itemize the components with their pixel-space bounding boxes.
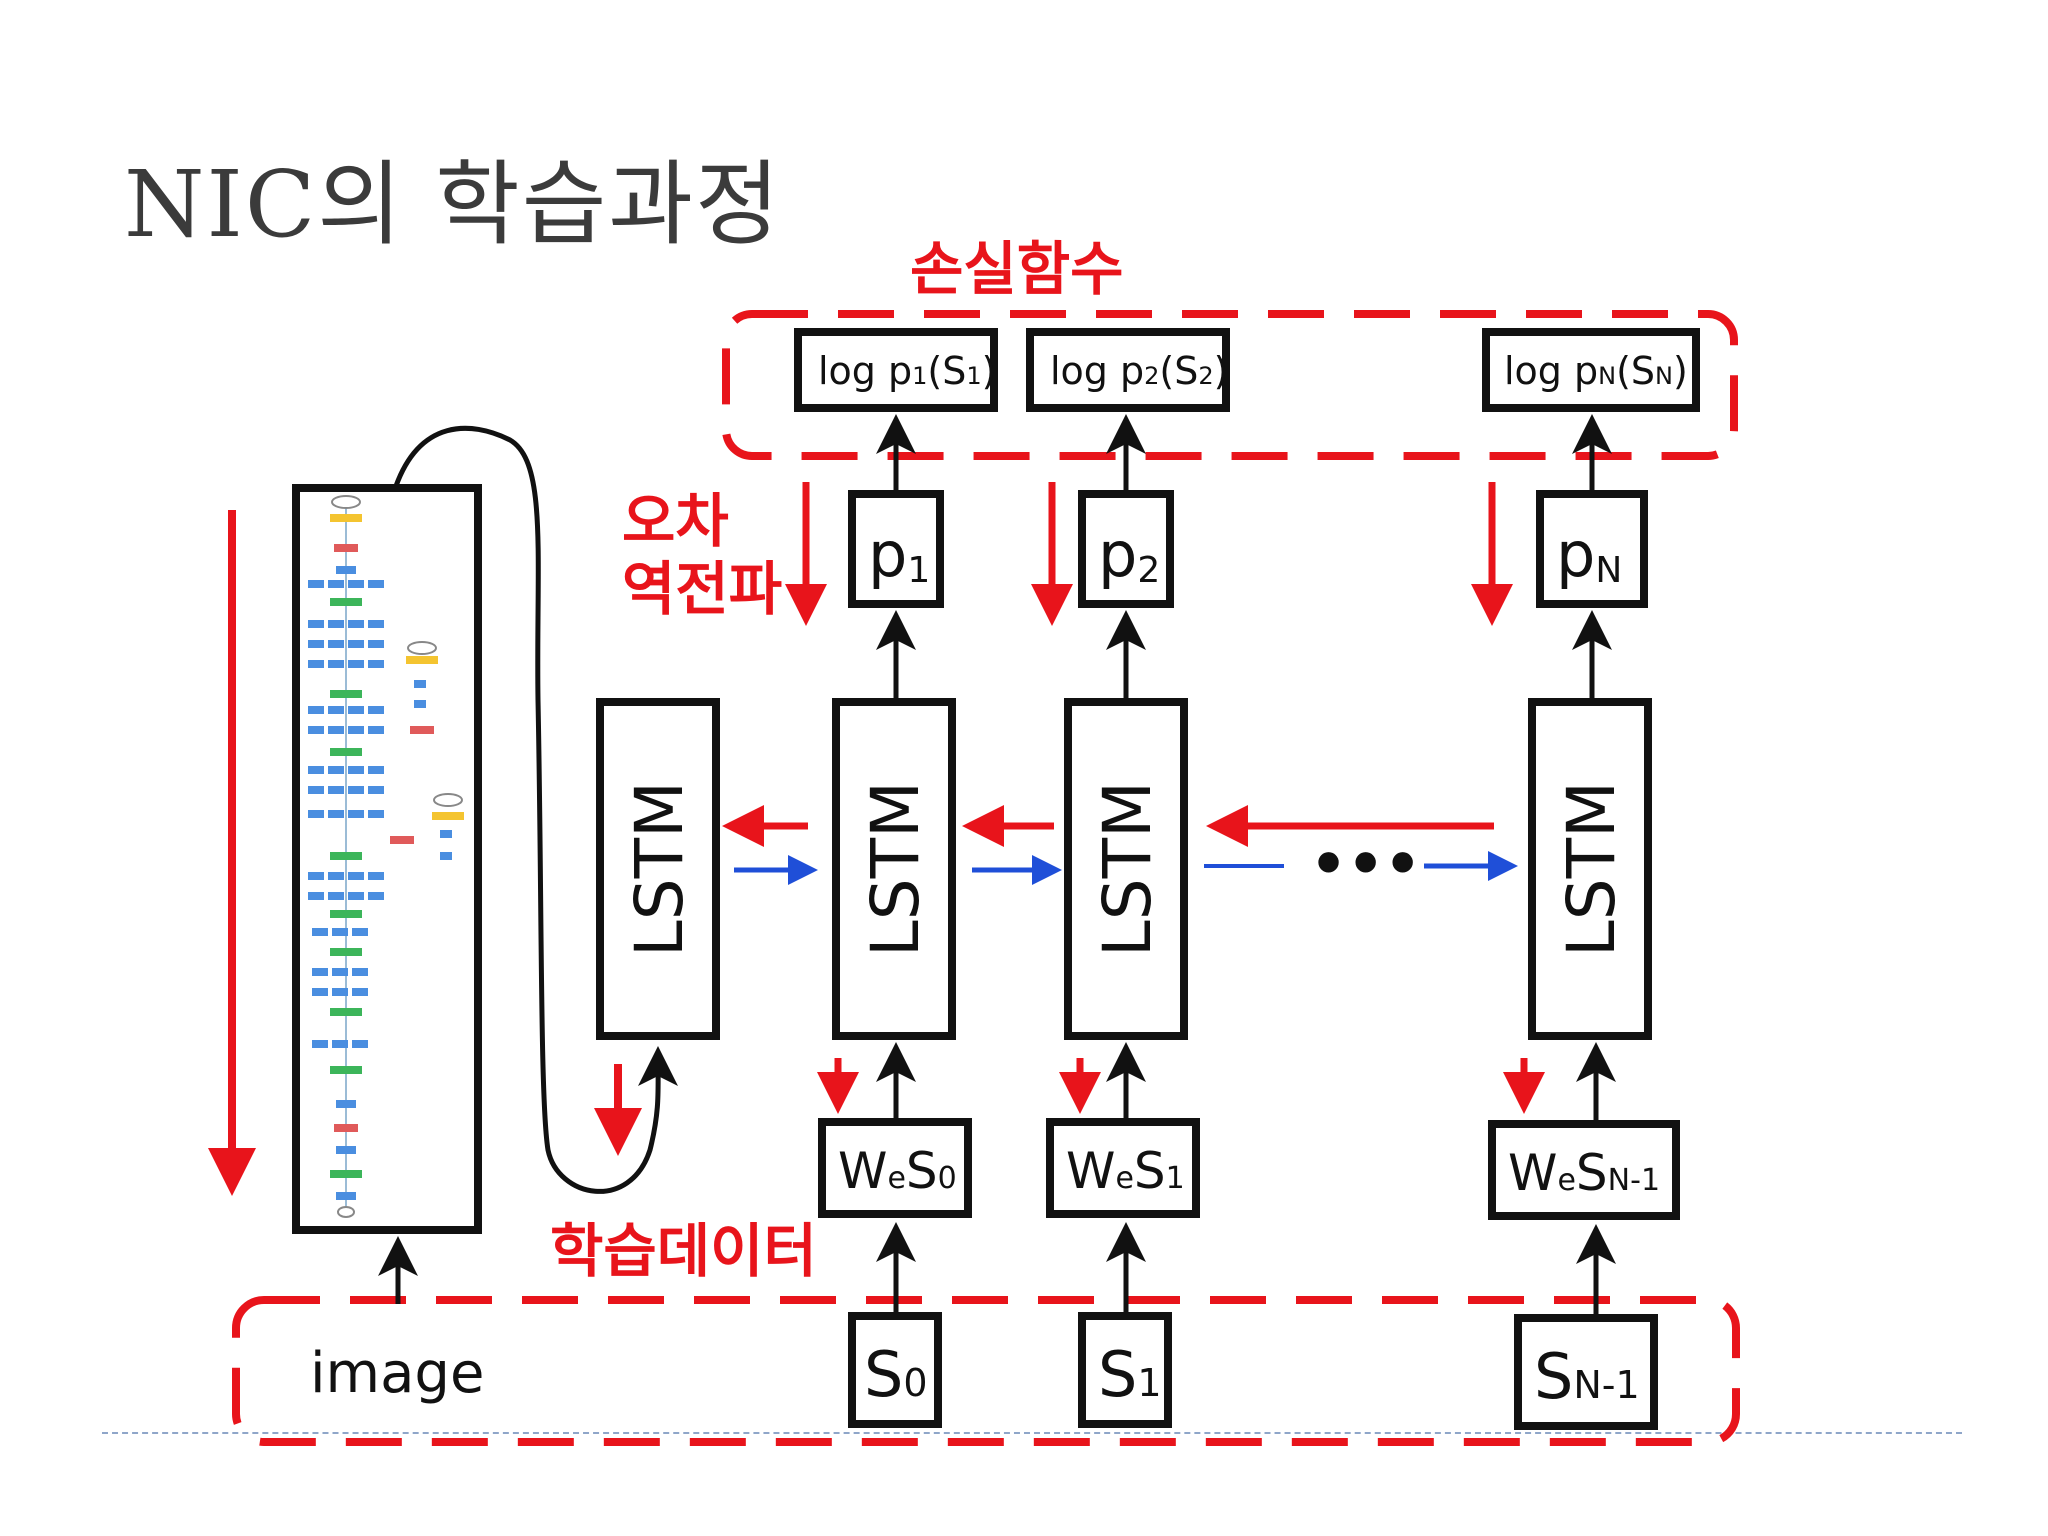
logprob-post-1: )	[982, 349, 997, 393]
loss-function-group	[722, 310, 1738, 460]
word-label-1: S1	[1098, 1338, 1162, 1411]
prob-sub-2: 2	[1137, 550, 1160, 591]
logprob-sub1-N: N	[1598, 362, 1616, 390]
word-sub-N-1: N-1	[1573, 1363, 1639, 1407]
prob-label-N: pN	[1556, 518, 1622, 591]
embedding-box-0	[818, 1118, 972, 1218]
prob-box-2	[1078, 490, 1174, 608]
embedding-box-1	[1046, 1118, 1200, 1218]
embedding-label-N-1: WeSN-1	[1508, 1144, 1660, 1202]
forward-arrows	[876, 414, 1616, 1316]
logprob-box-N	[1482, 328, 1700, 412]
prob-box-1	[848, 490, 944, 608]
embedding-box-N-1	[1488, 1120, 1680, 1220]
lstm-box-3	[1528, 698, 1652, 1040]
logprob-sub2-2: 2	[1198, 362, 1213, 390]
training-data-label: 학습데이터	[550, 1217, 817, 1285]
prob-box-N	[1536, 490, 1648, 608]
backprop-label-line2: 역전파	[622, 555, 783, 623]
backprop-arrows	[785, 482, 1545, 1114]
logprob-post-2: )	[1214, 349, 1229, 393]
word-label-0: S0	[864, 1338, 928, 1411]
prob-main-1: p	[868, 518, 907, 591]
embedding-mid-0: S	[906, 1142, 938, 1200]
word-box-1	[1078, 1312, 1172, 1428]
cnn-network-icon	[308, 495, 464, 1218]
logprob-mid-N: (S	[1616, 349, 1655, 393]
logprob-pre-1: log p	[818, 349, 912, 393]
logprob-pre-N: log p	[1504, 349, 1598, 393]
logprob-box-2	[1026, 328, 1230, 412]
word-label-N-1: SN-1	[1534, 1340, 1640, 1413]
image-label: image	[310, 1341, 484, 1406]
embedding-sub2-N-1: N-1	[1608, 1163, 1660, 1198]
slide-title: NIC의 학습과정	[124, 151, 782, 258]
embedding-main-0: W	[838, 1142, 887, 1200]
lstm-box-0	[596, 698, 720, 1040]
word-sub-0: 0	[903, 1361, 927, 1405]
word-main-N-1: S	[1534, 1340, 1573, 1413]
word-box-N-1	[1514, 1314, 1658, 1430]
cnn-to-lstm-curve	[393, 425, 679, 1194]
word-main-1: S	[1098, 1338, 1137, 1411]
word-main-0: S	[864, 1338, 903, 1411]
logprob-pre-2: log p	[1050, 349, 1144, 393]
prob-label-1: p1	[868, 518, 930, 591]
prob-main-N: p	[1556, 518, 1595, 591]
lstm-box-1	[832, 698, 956, 1040]
prob-sub-N: N	[1595, 550, 1622, 591]
logprob-post-N: )	[1673, 349, 1688, 393]
logprob-mid-1: (S	[927, 349, 966, 393]
ellipsis-dots: •••	[1310, 830, 1421, 898]
logprob-mid-2: (S	[1159, 349, 1198, 393]
logprob-label-N: log pN(SN)	[1504, 349, 1688, 393]
embedding-label-1: WeS1	[1066, 1142, 1185, 1200]
word-sub-1: 1	[1137, 1361, 1161, 1405]
embedding-sub1-0: e	[887, 1161, 905, 1196]
lstm-label-0: LSTM	[621, 781, 698, 957]
embedding-main-N-1: W	[1508, 1144, 1557, 1202]
lstm-box-2	[1064, 698, 1188, 1040]
logprob-label-2: log p2(S2)	[1050, 349, 1228, 393]
embedding-sub1-1: e	[1115, 1161, 1133, 1196]
prob-label-2: p2	[1098, 518, 1160, 591]
footer-dashed-rule	[102, 1432, 1962, 1434]
loss-function-label: 손실함수	[910, 235, 1124, 303]
logprob-label-1: log p1(S1)	[818, 349, 996, 393]
embedding-sub2-0: 0	[938, 1161, 957, 1196]
logprob-box-1	[794, 328, 998, 412]
prob-main-2: p	[1098, 518, 1137, 591]
training-data-group	[232, 1296, 1740, 1446]
embedding-sub1-N-1: e	[1557, 1163, 1575, 1198]
lstm-label-1: LSTM	[857, 781, 934, 957]
logprob-sub2-1: 1	[966, 362, 981, 390]
embedding-sub2-1: 1	[1166, 1161, 1185, 1196]
lstm-label-3: LSTM	[1553, 781, 1630, 957]
logprob-sub1-1: 1	[912, 362, 927, 390]
embedding-main-1: W	[1066, 1142, 1115, 1200]
lstm-label-2: LSTM	[1089, 781, 1166, 957]
backprop-label-line1: 오차	[622, 487, 729, 555]
logprob-sub2-N: N	[1655, 362, 1673, 390]
embedding-mid-N-1: S	[1576, 1144, 1608, 1202]
embedding-mid-1: S	[1134, 1142, 1166, 1200]
word-box-0	[848, 1312, 942, 1428]
logprob-sub1-2: 2	[1144, 362, 1159, 390]
prob-sub-1: 1	[907, 550, 930, 591]
embedding-label-0: WeS0	[838, 1142, 957, 1200]
